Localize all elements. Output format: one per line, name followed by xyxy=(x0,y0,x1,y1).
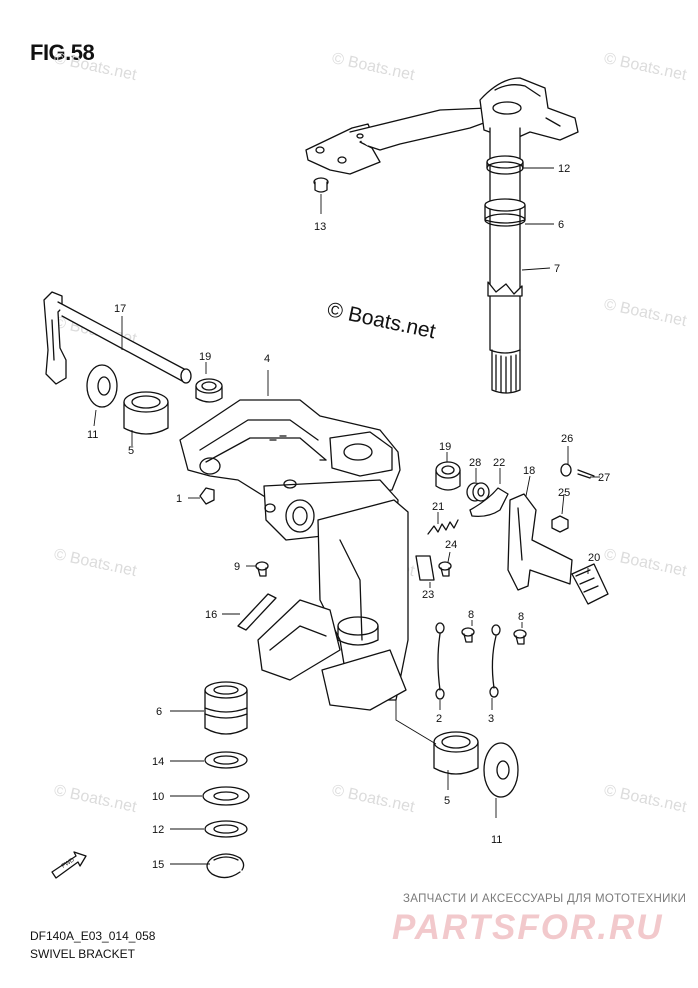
callout-1: 1 xyxy=(176,493,182,505)
callout-19: 19 xyxy=(199,351,211,363)
callout-12: 12 xyxy=(558,163,570,175)
callout-4: 4 xyxy=(264,353,270,365)
callout-22: 22 xyxy=(493,457,505,469)
callout-16: 16 xyxy=(205,609,217,621)
callout-8-b: 8 xyxy=(518,611,524,623)
callout-20: 20 xyxy=(588,552,600,564)
callout-12-low: 12 xyxy=(152,824,164,836)
bushing-5 xyxy=(123,391,169,435)
callout-27: 27 xyxy=(598,472,610,484)
pin-27 xyxy=(577,469,595,479)
diagram-name: SWIVEL BRACKET xyxy=(30,947,135,961)
plate-23 xyxy=(415,555,435,581)
ground-lead-2 xyxy=(435,622,445,700)
spring-21 xyxy=(427,519,459,535)
callout-5-low: 5 xyxy=(444,795,450,807)
callout-17: 17 xyxy=(114,303,126,315)
pad-20 xyxy=(571,563,609,605)
bushing-5-low xyxy=(433,731,479,775)
bolt-24 xyxy=(438,561,452,577)
shop-logo: PARTSFOR.RU xyxy=(392,908,664,947)
spring-28 xyxy=(466,482,490,502)
callout-18: 18 xyxy=(523,465,535,477)
nut-25 xyxy=(551,515,569,533)
ground-lead-3 xyxy=(489,624,501,698)
callout-6-low: 6 xyxy=(156,706,162,718)
lever-22 xyxy=(469,487,509,518)
callout-14: 14 xyxy=(152,756,164,768)
callout-9: 9 xyxy=(234,561,240,573)
washer-26 xyxy=(560,463,572,477)
callout-11-low: 11 xyxy=(491,834,502,846)
washer-11-hole xyxy=(97,376,111,396)
washer-10 xyxy=(202,786,250,806)
callout-23: 23 xyxy=(422,589,434,601)
bracket-18 xyxy=(507,493,573,591)
callout-5: 5 xyxy=(128,445,134,457)
figure-title: FIG.58 xyxy=(30,40,95,65)
bushing-19 xyxy=(195,378,223,403)
callout-7: 7 xyxy=(554,263,560,275)
bushing-19-right xyxy=(435,461,461,491)
steering-shaft xyxy=(484,127,526,394)
steering-bracket xyxy=(305,77,579,175)
fwd-arrow-icon xyxy=(51,851,87,879)
callout-15: 15 xyxy=(152,859,164,871)
washer-11 xyxy=(86,364,118,408)
shop-tagline: ЗАПЧАСТИ И АКСЕССУАРЫ ДЛЯ МОТОТЕХНИКИ xyxy=(403,893,687,905)
bolt-8-b xyxy=(513,629,527,645)
callout-6: 6 xyxy=(558,219,564,231)
callout-21: 21 xyxy=(432,501,444,513)
swivel-bracket-4 xyxy=(179,399,409,711)
callout-26: 26 xyxy=(561,433,573,445)
bushing-6-low xyxy=(204,681,248,735)
circlip-15 xyxy=(206,853,245,879)
washer-14 xyxy=(204,751,248,769)
bolt-13 xyxy=(313,177,329,193)
washer-12 xyxy=(204,820,248,838)
callout-24: 24 xyxy=(445,539,457,551)
callout-19-right: 19 xyxy=(439,441,451,453)
washer-11-low xyxy=(483,742,519,798)
callout-28: 28 xyxy=(469,457,481,469)
callout-2: 2 xyxy=(436,713,442,725)
strap-16 xyxy=(237,593,277,631)
diagram-code: DF140A_E03_014_058 xyxy=(30,929,156,943)
callout-11: 11 xyxy=(87,429,98,441)
callout-25: 25 xyxy=(558,487,570,499)
callout-3: 3 xyxy=(488,713,494,725)
bolt-8-a xyxy=(461,627,475,643)
callout-8-a: 8 xyxy=(468,609,474,621)
callout-10: 10 xyxy=(152,791,164,803)
callout-13: 13 xyxy=(314,221,326,233)
bolt-9 xyxy=(255,561,269,577)
screw-1 xyxy=(199,487,215,505)
